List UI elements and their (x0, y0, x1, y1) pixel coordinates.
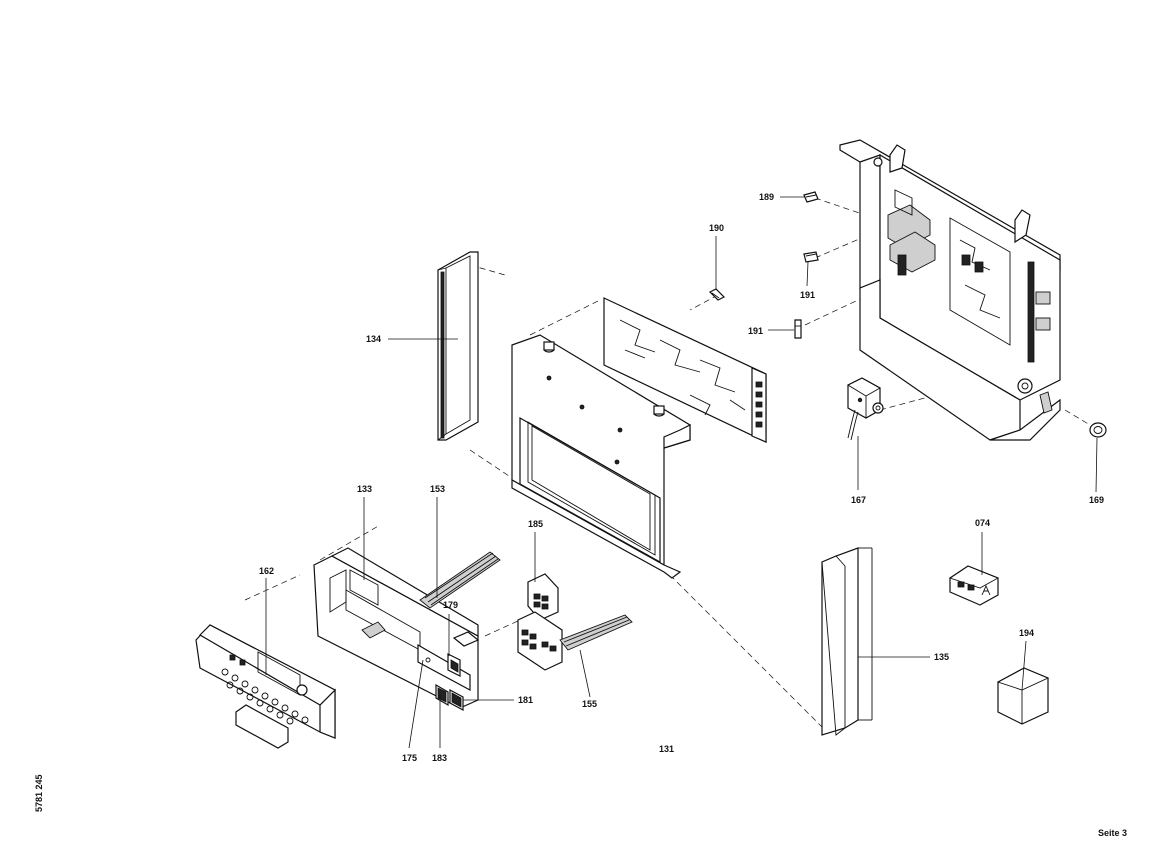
page-label: Seite 3 (1098, 828, 1127, 838)
part-185-connector-board (527, 573, 559, 621)
rear-housing-frame (839, 139, 1061, 441)
part-135-side-cover (821, 547, 873, 736)
assembly-guide-lines (244, 197, 1091, 731)
callout-191-upper: 191 (800, 290, 815, 300)
part-131-housing-plate (511, 334, 691, 579)
main-circuit-board (603, 297, 767, 443)
callout-153: 153 (430, 484, 445, 494)
part-134-side-strip (437, 251, 479, 441)
screw-191-upper (803, 251, 819, 263)
callout-189: 189 (759, 192, 774, 202)
callout-179: 179 (443, 600, 458, 610)
callout-175: 175 (402, 753, 417, 763)
callout-labels: 134 133 153 162 185 179 181 175 183 155 … (259, 192, 1104, 763)
screw-191-lower (794, 319, 802, 339)
callout-162: 162 (259, 566, 274, 576)
part-153-ribbon-cable (419, 551, 501, 609)
part-162-control-unit (195, 624, 337, 749)
callout-185: 185 (528, 519, 543, 529)
callout-167: 167 (851, 495, 866, 505)
callout-155: 155 (582, 699, 597, 709)
keypad-buttons (221, 668, 309, 725)
screw-189-top (803, 191, 819, 203)
part-167-sensor-module (847, 377, 884, 441)
part-133-front-frame (313, 547, 480, 712)
callout-194: 194 (1019, 628, 1034, 638)
part-190-bolt (708, 288, 726, 301)
part-169-grommet (1089, 422, 1107, 438)
callout-135: 135 (934, 652, 949, 662)
callout-134: 134 (366, 334, 381, 344)
callout-191-lower: 191 (748, 326, 763, 336)
frame-terminal-block (1027, 261, 1051, 363)
callout-131: 131 (659, 744, 674, 754)
leader-lines (265, 196, 1098, 749)
callout-074: 074 (975, 518, 990, 528)
part-074-connector-plug (948, 565, 1000, 606)
callout-183: 183 (432, 753, 447, 763)
part-155-ribbon-board (517, 611, 633, 671)
callout-190: 190 (709, 223, 724, 233)
doc-number: 5781 245 (34, 774, 44, 812)
callout-133: 133 (357, 484, 372, 494)
callout-169: 169 (1089, 495, 1104, 505)
callout-181: 181 (518, 695, 533, 705)
